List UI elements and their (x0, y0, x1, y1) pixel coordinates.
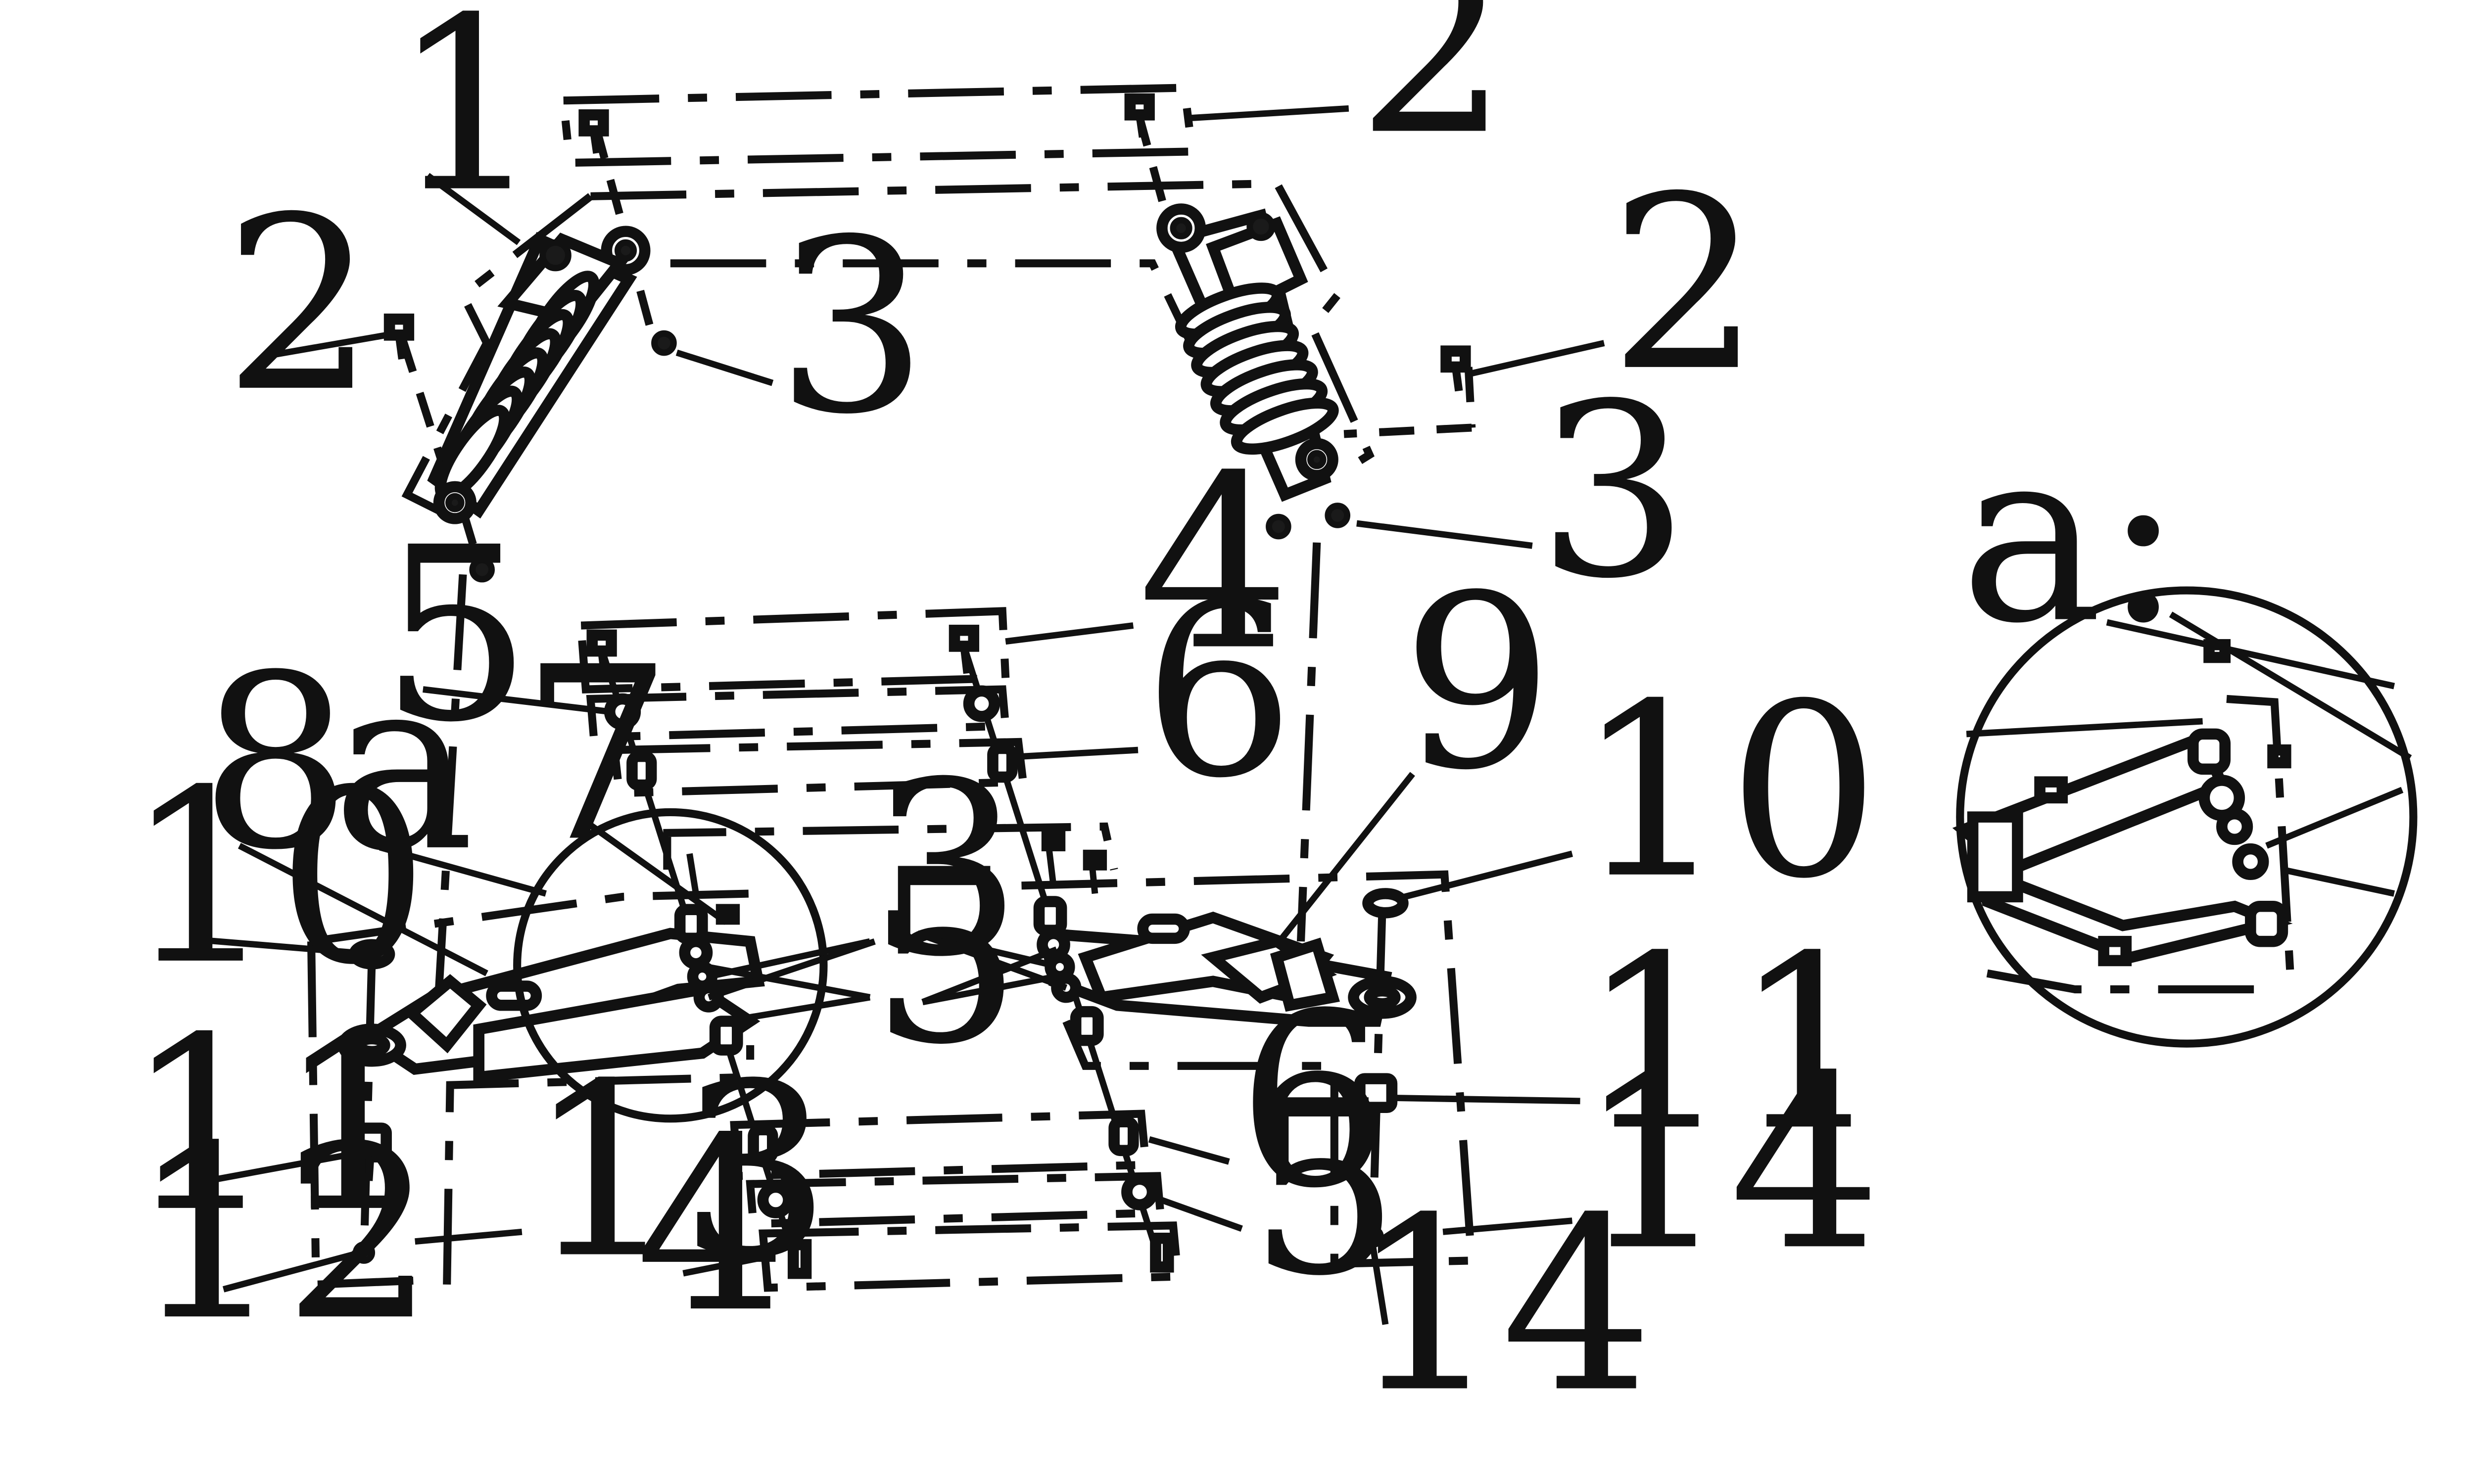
assembly-guide-lines (307, 84, 1476, 1292)
callout-8: 8 (199, 624, 352, 903)
callout-6: 6 (1237, 963, 1389, 1241)
bolt-icon (1124, 93, 1155, 138)
left-shock-absorber (427, 226, 651, 524)
callout-2: 2 (224, 166, 376, 445)
callout-6: 6 (1143, 553, 1295, 831)
fasteners (348, 93, 1471, 1279)
bushing-icon (987, 742, 1018, 783)
assembly-drawing: a: (125, 0, 2418, 1445)
ball-joint-icon (348, 1122, 392, 1181)
callout-9: 9 (1401, 544, 1554, 823)
detail-view-a: a: (1952, 398, 2418, 1048)
callout-2: 2 (1357, 0, 1509, 188)
callout-10: 10 (125, 739, 429, 1018)
callout-5: 5 (870, 819, 1022, 1097)
callout-3: 3 (1537, 353, 1689, 631)
callout-a: a (332, 626, 475, 904)
callout-4: 4 (635, 1087, 788, 1365)
dust-cap-icon (1362, 888, 1409, 919)
nut-icon (1121, 1173, 1158, 1210)
bushing-icon (748, 1124, 778, 1164)
nut-icon (1266, 513, 1291, 540)
bolt-icon (1440, 345, 1471, 392)
callout-10: 10 (1575, 653, 1880, 931)
callout-12: 12 (131, 1095, 436, 1373)
callout-14: 14 (1577, 1024, 1882, 1303)
detail-label: a: (1960, 398, 2184, 676)
callout-3: 3 (870, 731, 1022, 1010)
callout-14: 14 (1349, 1166, 1654, 1445)
detail-marker-circle (513, 808, 828, 1123)
callout-2: 2 (1609, 145, 1761, 424)
callout-5: 5 (380, 497, 532, 775)
callout-7: 7 (521, 616, 673, 895)
ball-joint-icon (1354, 1073, 1398, 1130)
callout-4: 4 (1138, 424, 1290, 703)
nut-icon (757, 1181, 794, 1218)
bolt-icon (578, 109, 609, 154)
nut-icon (469, 556, 495, 583)
callout-11: 11 (125, 986, 429, 1265)
callout-1: 1 (391, 0, 543, 245)
callout-11: 11 (1580, 905, 1885, 1183)
bolt-icon (586, 629, 617, 679)
cotter-nut-icon (352, 1241, 376, 1264)
bolt-icon (383, 313, 415, 360)
right-shock-absorber (1156, 203, 1339, 502)
callout-labels: 1 2 2 2 3 3 4 5 6 7 a 8 9 10 10 3 3 5 5 … (125, 0, 1885, 1445)
callout-3: 3 (776, 188, 928, 467)
bolt-icon (787, 1239, 812, 1279)
bushing-icon (1108, 1116, 1139, 1157)
bolt-icon (1150, 1232, 1174, 1273)
leader-lines (199, 105, 1605, 1325)
nut-icon (651, 330, 677, 356)
dust-cap-icon (348, 939, 395, 970)
bushing-icon (626, 750, 657, 791)
nut-icon (963, 685, 1000, 722)
bolt-icon (949, 624, 980, 674)
right-shock-spring (1175, 282, 1339, 455)
nut-icon (1325, 503, 1351, 528)
left-shock-spring (434, 271, 600, 502)
callout-13: 13 (527, 1032, 832, 1311)
callout-5: 5 (1248, 1050, 1401, 1329)
